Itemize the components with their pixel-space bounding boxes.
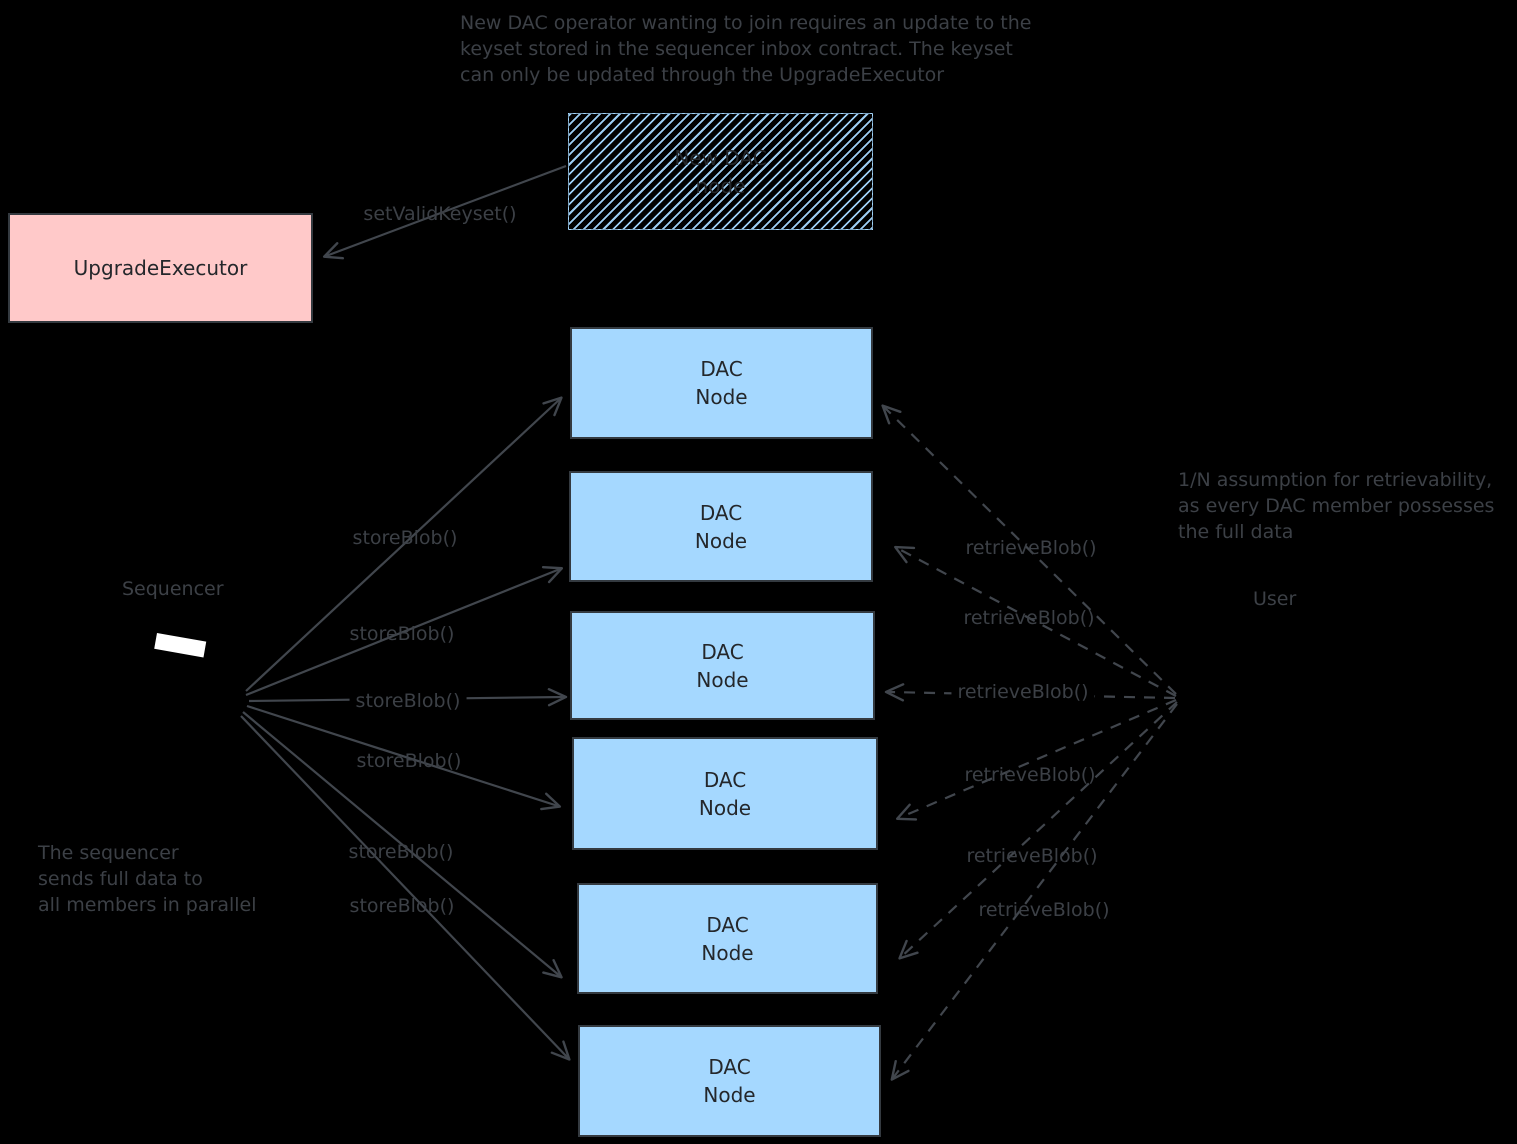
upgrade-executor-box: UpgradeExecutor [8,213,313,323]
dac-node-box: DAC Node [572,737,878,850]
store-blob-arrow [245,396,563,692]
retrieve-blob-label: retrieveBlob() [978,899,1110,921]
new-dac-node-box: New DAC node [568,113,873,230]
retrieve-blob-label: retrieveBlob() [965,537,1097,559]
store-blob-arrow [245,565,564,697]
retrieve-blob-label: retrieveBlob() [951,681,1095,703]
retrieve-blob-arrow [894,545,1177,697]
dac-node-box: DAC Node [569,471,873,582]
retrieve-blob-arrow [895,698,1177,821]
parallel-note: The sequencer sends full data to all mem… [38,842,257,916]
store-blob-label: storeBlob() [352,527,458,549]
retrieve-blob-label: retrieveBlob() [966,845,1098,867]
dac-node-box: DAC Node [577,883,878,994]
store-blob-label: storeBlob() [349,623,455,645]
retrieve-blob-label: retrieveBlob() [964,764,1096,786]
dac-node-box: DAC Node [570,611,875,720]
retrieve-blob-arrow [881,404,1177,695]
set-valid-keyset-arrow [322,164,567,260]
sequencer-label: Sequencer [122,578,224,600]
retrieve-blob-label: retrieveBlob() [963,607,1095,629]
store-blob-label: storeBlob() [356,750,462,772]
store-blob-arrow [242,711,563,979]
store-blob-arrow [240,715,571,1061]
keyset-note: New DAC operator wanting to join require… [460,12,1032,86]
dac-node-box: DAC Node [578,1025,881,1137]
retrieve-blob-arrow [890,703,1178,1081]
store-blob-arrow [246,704,562,811]
retrieve-blob-arrow [898,701,1178,960]
store-blob-label: storeBlob() [349,690,467,712]
store-blob-label: storeBlob() [348,841,454,863]
set-valid-keyset-label: setValidKeyset() [363,203,517,225]
retrievability-note: 1/N assumption for retrievability, as ev… [1178,469,1495,543]
dac-node-box: DAC Node [570,327,873,439]
store-blob-label: storeBlob() [349,895,455,917]
user-label: User [1253,588,1297,610]
